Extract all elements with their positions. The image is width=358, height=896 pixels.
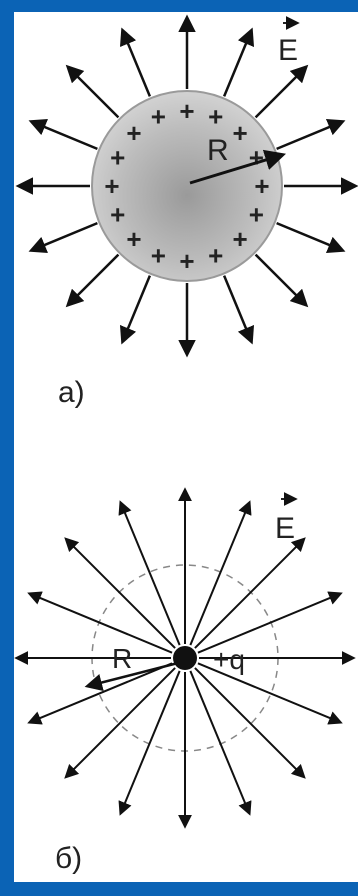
plus-charge-sign: +: [110, 200, 125, 230]
plus-charge-sign: +: [151, 240, 166, 270]
field-line-b: [189, 500, 252, 646]
field-label-a: E: [278, 34, 298, 67]
plus-charge-sign: +: [208, 102, 223, 132]
plus-charge-sign: +: [126, 118, 141, 148]
radius-arrow-a: [189, 149, 287, 185]
field-line-b: [118, 670, 181, 816]
field-line-a: [222, 275, 255, 345]
field-line-a: [222, 27, 255, 97]
plus-charge-sign: +: [254, 171, 269, 201]
field-lines-a: [15, 14, 358, 358]
field-line-a: [119, 27, 152, 97]
field-line-a: [276, 118, 346, 151]
field-line-a: [254, 64, 309, 119]
radius-arrow-b: [84, 661, 179, 692]
field-line-b: [197, 662, 343, 725]
field-line-b: [189, 670, 252, 816]
field-line-a: [65, 253, 120, 308]
field-line-a: [276, 221, 346, 254]
field-line-b: [118, 500, 181, 646]
plus-charge-sign: +: [179, 246, 194, 276]
radius-label-a: R: [207, 134, 229, 167]
charged-sphere: [91, 90, 283, 282]
field-line-a: [28, 221, 98, 254]
point-charge: [173, 646, 197, 670]
field-line-b: [64, 537, 176, 649]
plus-charge-sign: +: [126, 224, 141, 254]
field-line-b: [64, 667, 176, 779]
frame-bottom: [0, 882, 358, 896]
field-line-a: [254, 253, 309, 308]
plus-charge-sign: +: [110, 142, 125, 172]
caption-a: а): [58, 376, 85, 409]
plus-charge-sign: +: [232, 118, 247, 148]
field-line-b: [194, 537, 306, 649]
surface-charges: ++++++++++++++++: [104, 96, 269, 276]
field-line-a: [119, 275, 152, 345]
field-line-b: [197, 591, 343, 654]
charge-label-b: +q: [213, 644, 245, 675]
field-line-a: [65, 64, 120, 119]
field-lines-b: [14, 487, 356, 829]
field-line-b: [194, 667, 306, 779]
charged-sphere-diagram: ++++++++++++++++ R E а): [15, 14, 358, 409]
field-line-a: [28, 118, 98, 151]
caption-b: б): [55, 842, 82, 875]
radius-label-b: R: [112, 643, 132, 674]
plus-charge-sign: +: [249, 142, 264, 172]
field-line-b: [27, 662, 173, 725]
plus-charge-sign: +: [208, 240, 223, 270]
plus-charge-sign: +: [151, 102, 166, 132]
plus-charge-sign: +: [179, 96, 194, 126]
plus-charge-sign: +: [104, 171, 119, 201]
point-charge-diagram: R +q E б): [14, 487, 356, 875]
field-line-b: [27, 591, 173, 654]
plus-charge-sign: +: [232, 224, 247, 254]
field-label-b: E: [275, 512, 295, 545]
plus-charge-sign: +: [249, 200, 264, 230]
